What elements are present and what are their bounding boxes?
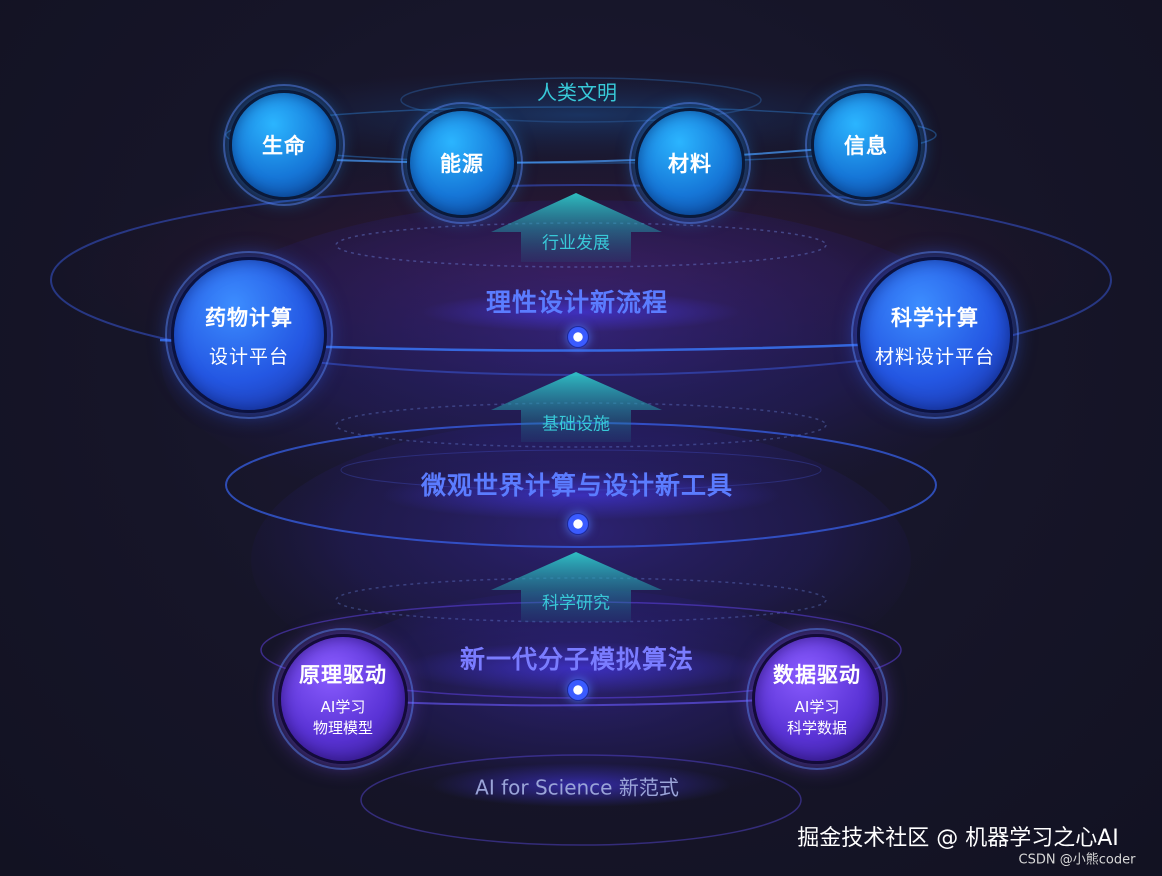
node-ring bbox=[401, 102, 523, 224]
watermark-main: 掘金技术社区 @ 机器学习之心AI bbox=[797, 826, 1119, 851]
node-ring bbox=[746, 628, 888, 770]
arrow-research-shape bbox=[491, 552, 662, 622]
node-principle-driven: 原理驱动 AI学习 物理模型 bbox=[272, 628, 414, 770]
layer-dot-2 bbox=[567, 513, 589, 535]
node-ring bbox=[223, 84, 345, 206]
base-label-ai-for-science: AI for Science 新范式 bbox=[475, 775, 679, 800]
node-ring bbox=[272, 628, 414, 770]
arrow-infrastructure-shape bbox=[491, 372, 662, 442]
layer-dot-1 bbox=[567, 326, 589, 348]
node-ring bbox=[165, 251, 333, 419]
node-ring bbox=[629, 102, 751, 224]
layer-title-molecular-simulation: 新一代分子模拟算法 bbox=[459, 645, 695, 674]
node-drug-computing: 药物计算 设计平台 bbox=[165, 251, 333, 419]
arrow-label-research: 科学研究 bbox=[542, 593, 610, 614]
node-ring bbox=[851, 251, 1019, 419]
node-life: 生命 bbox=[223, 84, 345, 206]
node-energy: 能源 bbox=[401, 102, 523, 224]
layer-dot-3 bbox=[567, 679, 589, 701]
watermark-sub: CSDN @小熊coder bbox=[1018, 852, 1136, 868]
top-label-human-civilization: 人类文明 bbox=[537, 80, 617, 105]
arrow-industry-shape bbox=[491, 193, 662, 262]
arrow-label-infrastructure: 基础设施 bbox=[542, 414, 610, 435]
node-scientific-computing: 科学计算 材料设计平台 bbox=[851, 251, 1019, 419]
layer-title-micro-tools: 微观世界计算与设计新工具 bbox=[420, 471, 734, 500]
node-information: 信息 bbox=[805, 84, 927, 206]
arrow-label-industry: 行业发展 bbox=[542, 233, 610, 254]
node-ring bbox=[805, 84, 927, 206]
node-materials: 材料 bbox=[629, 102, 751, 224]
node-data-driven: 数据驱动 AI学习 科学数据 bbox=[746, 628, 888, 770]
layer-title-rational-design: 理性设计新流程 bbox=[485, 288, 669, 317]
